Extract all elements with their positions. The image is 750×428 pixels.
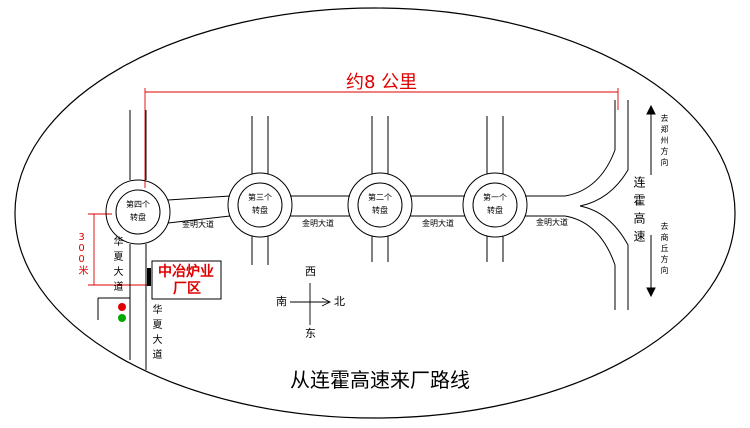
jinming-avenue xyxy=(167,100,629,310)
map-border-ellipse xyxy=(14,7,736,419)
side-roads xyxy=(97,110,504,370)
highway-label: 连霍高速 xyxy=(632,176,646,248)
factory-label-line1: 中冶炉业 xyxy=(158,264,214,280)
side-distance-dimension xyxy=(88,213,150,286)
compass-east: 东 xyxy=(305,327,316,340)
map-title: 从连霍高速来厂路线 xyxy=(290,368,470,392)
traffic-light-red xyxy=(118,303,126,311)
roundabout-2-label-line2: 转盘 xyxy=(372,206,388,215)
roundabout-4-label-line1: 第四个 xyxy=(126,200,150,209)
highway-arrows xyxy=(646,104,656,298)
roundabout-1-inner xyxy=(472,182,518,228)
traffic-light-green xyxy=(118,314,126,322)
roundabout-2-inner xyxy=(357,182,403,228)
roundabout-4-inner xyxy=(115,189,161,235)
roundabout-1-outer xyxy=(462,172,528,238)
roundabout-1-label-line2: 转盘 xyxy=(487,206,503,215)
compass-north: 北 xyxy=(334,295,345,308)
roundabouts xyxy=(105,172,528,245)
roundabout-4-label-line2: 转盘 xyxy=(130,213,146,222)
roundabout-3-label-line1: 第三个 xyxy=(248,193,272,202)
jinming-avenue-label-4: 金明大道 xyxy=(536,218,568,227)
roundabout-2-label-line1: 第二个 xyxy=(368,193,392,202)
factory-label-line2: 厂区 xyxy=(173,281,201,297)
zhengzhou-direction-label: 去郑州方向 xyxy=(660,114,669,169)
shangqiu-direction-label: 去商丘方向 xyxy=(660,222,669,277)
roundabout-2-outer xyxy=(347,172,413,238)
factory-gate xyxy=(147,268,151,286)
roundabout-3-inner xyxy=(237,182,283,228)
huaxia-avenue-label-lower: 华夏大道 xyxy=(150,304,161,364)
jinming-avenue-label-1: 金明大道 xyxy=(182,220,214,229)
distance-label: 约8 公里 xyxy=(346,72,418,93)
roundabout-3-label-line2: 转盘 xyxy=(252,206,268,215)
factory-box xyxy=(151,260,222,300)
roundabout-3-outer xyxy=(227,172,293,238)
compass-south: 南 xyxy=(276,295,287,308)
jinming-avenue-label-3: 金明大道 xyxy=(422,219,454,228)
compass xyxy=(290,283,332,325)
huaxia-avenue-label-upper: 华夏大道 xyxy=(111,236,122,296)
distance-dimension xyxy=(144,88,619,188)
side-distance-label: 300米 xyxy=(76,232,87,275)
roundabout-1-label-line1: 第一个 xyxy=(483,193,507,202)
roundabout-4-outer xyxy=(105,179,171,245)
jinming-avenue-label-2: 金明大道 xyxy=(302,219,334,228)
compass-west: 西 xyxy=(305,265,316,278)
